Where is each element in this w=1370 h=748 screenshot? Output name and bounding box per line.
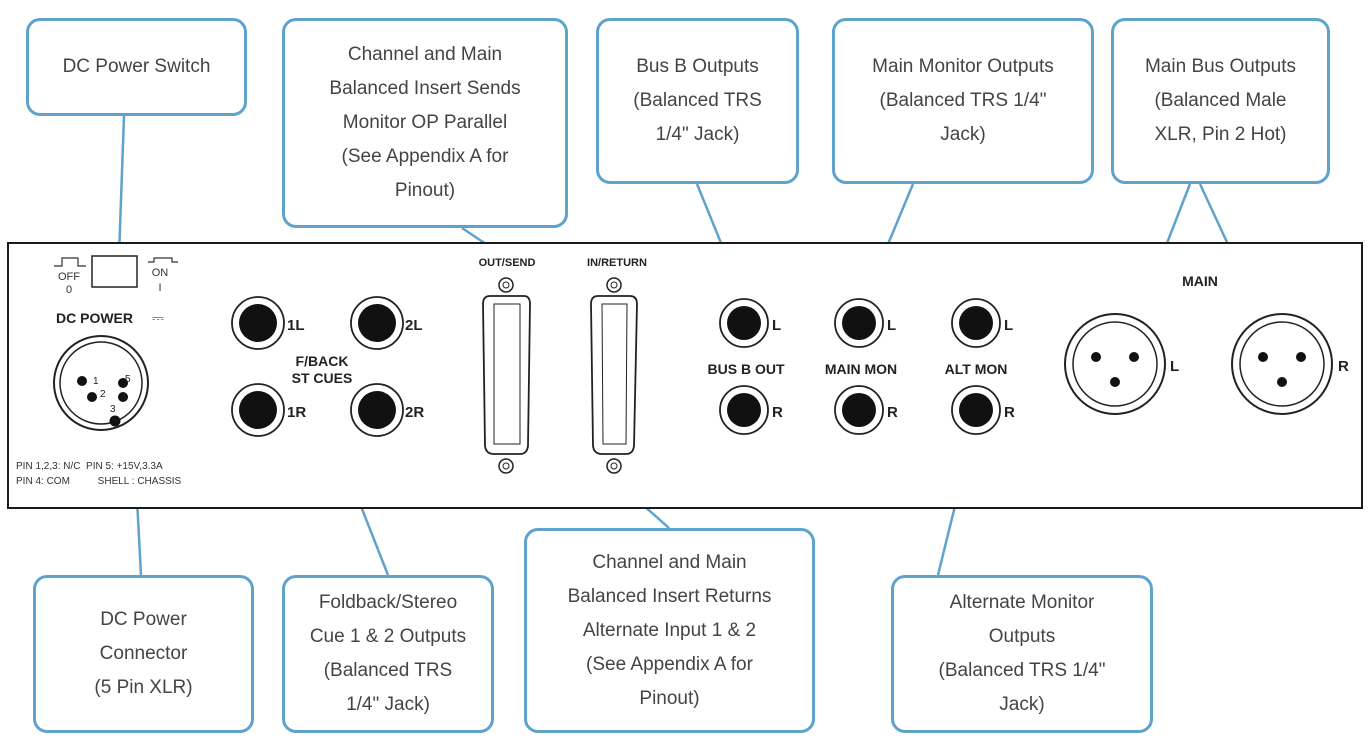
dc-connector-inner (59, 341, 143, 425)
callout-insert-sends: Channel and Main Balanced Insert Sends M… (282, 18, 568, 228)
callout-insert-returns: Channel and Main Balanced Insert Returns… (524, 528, 815, 733)
callout-bus-b-outputs-text: Bus B Outputs (Balanced TRS 1/4" Jack) (633, 56, 762, 145)
out-send-screw-bottom-inner (502, 462, 510, 470)
jack-1l-label: 1L (287, 317, 305, 334)
alt-mon-r-label: R (1004, 404, 1015, 421)
out-send-label: OUT/SEND (479, 257, 536, 269)
callout-dc-power-connector-text: DC Power Connector (5 Pin XLR) (94, 609, 193, 698)
main-l-pin-2 (1129, 352, 1139, 362)
dc-pin-number-5: 5 (125, 374, 131, 385)
alt-mon-jacks: L ALT MON R (945, 298, 1015, 435)
callout-dc-power-connector: DC Power Connector (5 Pin XLR) (33, 575, 254, 733)
main-l-xlr-inner (1072, 321, 1158, 407)
main-xlr-outputs: MAIN L R (1064, 273, 1349, 415)
callout-bus-b-outputs: Bus B Outputs (Balanced TRS 1/4" Jack) (596, 18, 799, 184)
bus-b-r-label: R (772, 404, 783, 421)
foldback-jacks: 1L 2L F/BACK ST CUES 1R 2R (231, 296, 424, 437)
callout-insert-sends-text: Channel and Main Balanced Insert Sends M… (329, 44, 521, 201)
out-send-screw-top-inner (502, 281, 510, 289)
jack-2l (358, 304, 396, 342)
dc-pin-number-2: 2 (100, 389, 106, 400)
fback-label-line2: ST CUES (292, 370, 353, 386)
callout-main-bus-outputs-text: Main Bus Outputs (Balanced Male XLR, Pin… (1144, 56, 1297, 145)
main-l-pin-3 (1110, 377, 1120, 387)
main-mon-r-jack (842, 393, 876, 427)
in-return-label: IN/RETURN (587, 257, 647, 269)
dc-pin-number-4: 4 (121, 392, 127, 403)
out-send-shell (482, 295, 531, 455)
jack-2l-label: 2L (405, 317, 423, 334)
callout-main-monitor-outputs: Main Monitor Outputs (Balanced TRS 1/4" … (832, 18, 1094, 184)
jack-1r (239, 391, 277, 429)
in-return-screw-top-inner (610, 281, 618, 289)
main-mon-label: MAIN MON (825, 361, 897, 377)
callout-alternate-monitor-outputs: Alternate Monitor Outputs (Balanced TRS … (891, 575, 1153, 733)
callout-main-bus-outputs: Main Bus Outputs (Balanced Male XLR, Pin… (1111, 18, 1330, 184)
alt-mon-l-label: L (1004, 317, 1013, 334)
callout-insert-returns-text: Channel and Main Balanced Insert Returns… (567, 551, 772, 709)
fback-label-line1: F/BACK (296, 353, 349, 369)
dc-pin-2 (87, 392, 97, 402)
main-mon-l-label: L (887, 317, 896, 334)
switch-off-value: 0 (66, 284, 72, 296)
dc-power-symbol: ⎓ (152, 310, 164, 327)
alt-mon-l-jack (959, 306, 993, 340)
bus-b-l-jack (727, 306, 761, 340)
dsub-out-send: OUT/SEND (479, 257, 536, 474)
dc-pin-number-1: 1 (93, 376, 99, 387)
dc-pin-3 (109, 415, 121, 427)
in-return-screw-bottom-inner (610, 462, 618, 470)
callout-foldback-outputs: Foldback/Stereo Cue 1 & 2 Outputs (Balan… (282, 575, 494, 733)
main-mon-r-label: R (887, 404, 898, 421)
dc-power-label: DC POWER (56, 310, 133, 326)
jack-2r (358, 391, 396, 429)
main-l-label: L (1170, 358, 1179, 375)
main-mon-l-jack (842, 306, 876, 340)
switch-on-value: I (158, 282, 161, 294)
main-r-pin-1 (1258, 352, 1268, 362)
alt-mon-label: ALT MON (945, 361, 1008, 377)
pin-info-line2: PIN 4: COM SHELL : CHASSIS (16, 476, 182, 487)
switch-off-glyph (54, 257, 86, 267)
bus-b-jacks: L BUS B OUT R (708, 298, 785, 435)
alt-mon-r-jack (959, 393, 993, 427)
callout-alternate-monitor-outputs-text: Alternate Monitor Outputs (Balanced TRS … (938, 592, 1106, 715)
bus-b-out-label: BUS B OUT (708, 361, 785, 377)
callout-main-monitor-outputs-text: Main Monitor Outputs (Balanced TRS 1/4" … (872, 56, 1054, 145)
dc-pin-number-3: 3 (110, 404, 116, 415)
jack-1r-label: 1R (287, 404, 306, 421)
bus-b-r-jack (727, 393, 761, 427)
switch-off-label: OFF (58, 271, 80, 283)
power-switch: OFF 0 ON I (54, 255, 178, 296)
out-send-inner (493, 303, 521, 445)
switch-on-glyph (148, 257, 178, 263)
main-mon-jacks: L MAIN MON R (825, 298, 898, 435)
dc-pin-5 (118, 378, 128, 388)
in-return-inner (601, 303, 628, 445)
dc-pin-1 (77, 376, 87, 386)
callout-foldback-outputs-text: Foldback/Stereo Cue 1 & 2 Outputs (Balan… (309, 592, 467, 715)
pin-info-line1: PIN 1,2,3: N/C PIN 5: +15V,3.3A (16, 461, 163, 472)
jack-2r-label: 2R (405, 404, 424, 421)
bus-b-l-label: L (772, 317, 781, 334)
power-switch-rocker (91, 255, 138, 288)
main-label: MAIN (1182, 273, 1218, 289)
callout-dc-power-switch-text: DC Power Switch (62, 56, 211, 77)
dc-pin-4 (118, 392, 128, 402)
main-r-pin-2 (1296, 352, 1306, 362)
callout-dc-power-switch: DC Power Switch (26, 18, 247, 116)
main-r-label: R (1338, 358, 1349, 375)
leader-dc-power-switch (117, 115, 126, 257)
main-l-pin-1 (1091, 352, 1101, 362)
main-r-pin-3 (1277, 377, 1287, 387)
switch-on-label: ON (152, 267, 169, 279)
dsub-in-return: IN/RETURN (587, 257, 647, 474)
in-return-shell (590, 295, 638, 455)
dc-power-connector: DC POWER ⎓ 1 2 3 4 5 PIN 1,2,3: N/C PIN … (16, 310, 182, 487)
main-r-xlr-inner (1239, 321, 1325, 407)
jack-1l (239, 304, 277, 342)
